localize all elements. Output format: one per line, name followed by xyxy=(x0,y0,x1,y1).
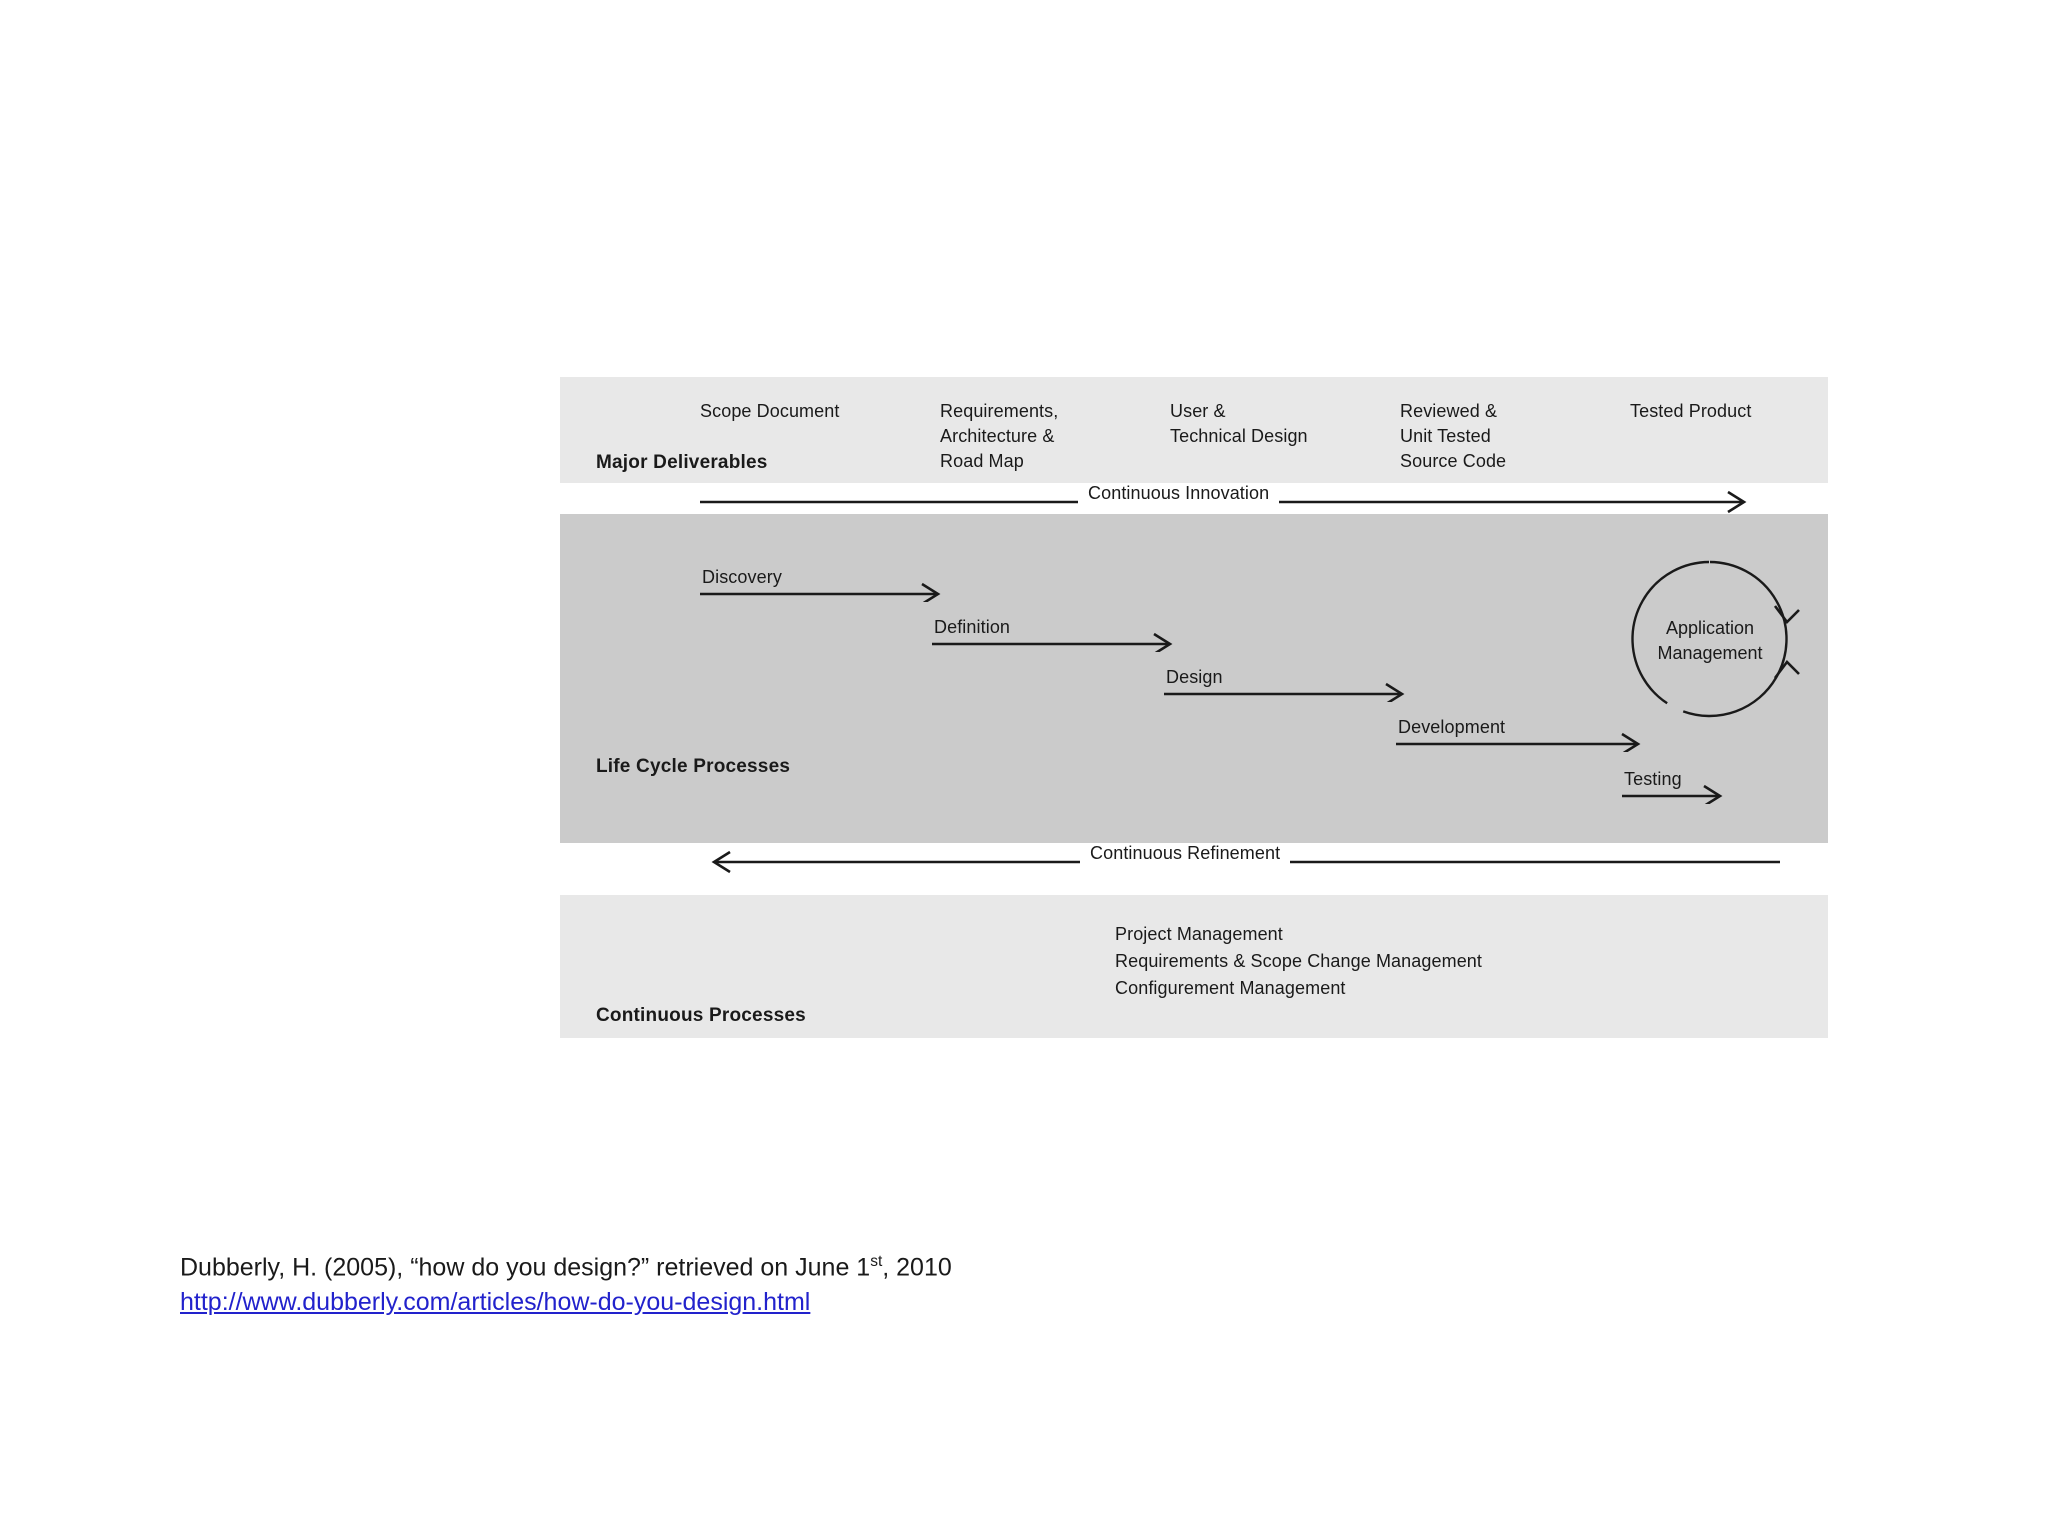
flow-label-continuous-refinement: Continuous Refinement xyxy=(1080,843,1291,864)
definition-arrow xyxy=(932,632,1173,652)
citation-text-after: , 2010 xyxy=(882,1253,952,1282)
continuous-process-item: Configurement Management xyxy=(1115,978,1346,998)
deliverable-reviewed-unit-tested-source-code: Reviewed & Unit Tested Source Code xyxy=(1400,401,1507,471)
stage-development: Development xyxy=(1396,692,1651,752)
citation-block: Dubberly, H. (2005), “how do you design?… xyxy=(180,1244,952,1320)
deliverable-requirements-architecture-roadmap: Requirements, Architecture & Road Map xyxy=(940,401,1059,471)
development-arrow xyxy=(1396,732,1641,752)
stage-label-development: Development xyxy=(1398,717,1506,737)
citation-ordinal-suffix: st xyxy=(870,1253,883,1270)
band-title-continuous-processes: Continuous Processes xyxy=(596,1005,806,1026)
citation-url-link[interactable]: http://www.dubberly.com/articles/how-do-… xyxy=(180,1288,811,1317)
band-continuous-processes: Continuous Processes Project Management … xyxy=(560,895,1828,1038)
continuous-process-item: Requirements & Scope Change Management xyxy=(1115,951,1483,971)
stage-label-design: Design xyxy=(1166,667,1223,687)
band-major-deliverables: Major Deliverables Scope Document Requir… xyxy=(560,377,1828,483)
deliverable-scope-document: Scope Document xyxy=(700,401,840,421)
continuous-process-item: Project Management xyxy=(1115,924,1283,944)
band-life-cycle-processes: Life Cycle Processes Discovery Definitio… xyxy=(560,514,1828,843)
stage-label-definition: Definition xyxy=(934,617,1011,637)
deliverable-tested-product: Tested Product xyxy=(1630,401,1752,421)
stage-definition: Definition xyxy=(932,592,1182,652)
testing-arrow xyxy=(1622,784,1723,804)
flow-continuous-refinement: Continuous Refinement xyxy=(708,843,1783,877)
citation-text-before: Dubberly, H. (2005), “how do you design?… xyxy=(180,1253,871,1282)
stage-design: Design xyxy=(1164,642,1414,702)
continuous-processes-list: Project Management Requirements & Scope … xyxy=(1115,921,1482,1002)
stage-discovery: Discovery xyxy=(700,542,950,602)
band-title-life-cycle-processes: Life Cycle Processes xyxy=(596,756,791,777)
lifecycle-diagram: Major Deliverables Scope Document Requir… xyxy=(560,377,1828,1038)
stage-testing: Testing xyxy=(1622,744,1742,804)
band-title-major-deliverables: Major Deliverables xyxy=(596,452,768,473)
citation-reference-line: Dubberly, H. (2005), “how do you design?… xyxy=(180,1244,952,1285)
stage-label-discovery: Discovery xyxy=(702,567,782,587)
flow-continuous-innovation: Continuous Innovation xyxy=(700,483,1750,517)
circular-arrow-icon xyxy=(1631,560,1800,718)
application-management-cycle: Application Management xyxy=(1625,554,1815,744)
deliverable-user-technical-design: User & Technical Design xyxy=(1170,401,1308,446)
design-arrow xyxy=(1164,682,1405,702)
discovery-arrow xyxy=(700,582,941,602)
application-management-label: Application Management xyxy=(1657,618,1763,663)
stage-label-testing: Testing xyxy=(1624,769,1682,789)
flow-label-continuous-innovation: Continuous Innovation xyxy=(1078,483,1280,504)
